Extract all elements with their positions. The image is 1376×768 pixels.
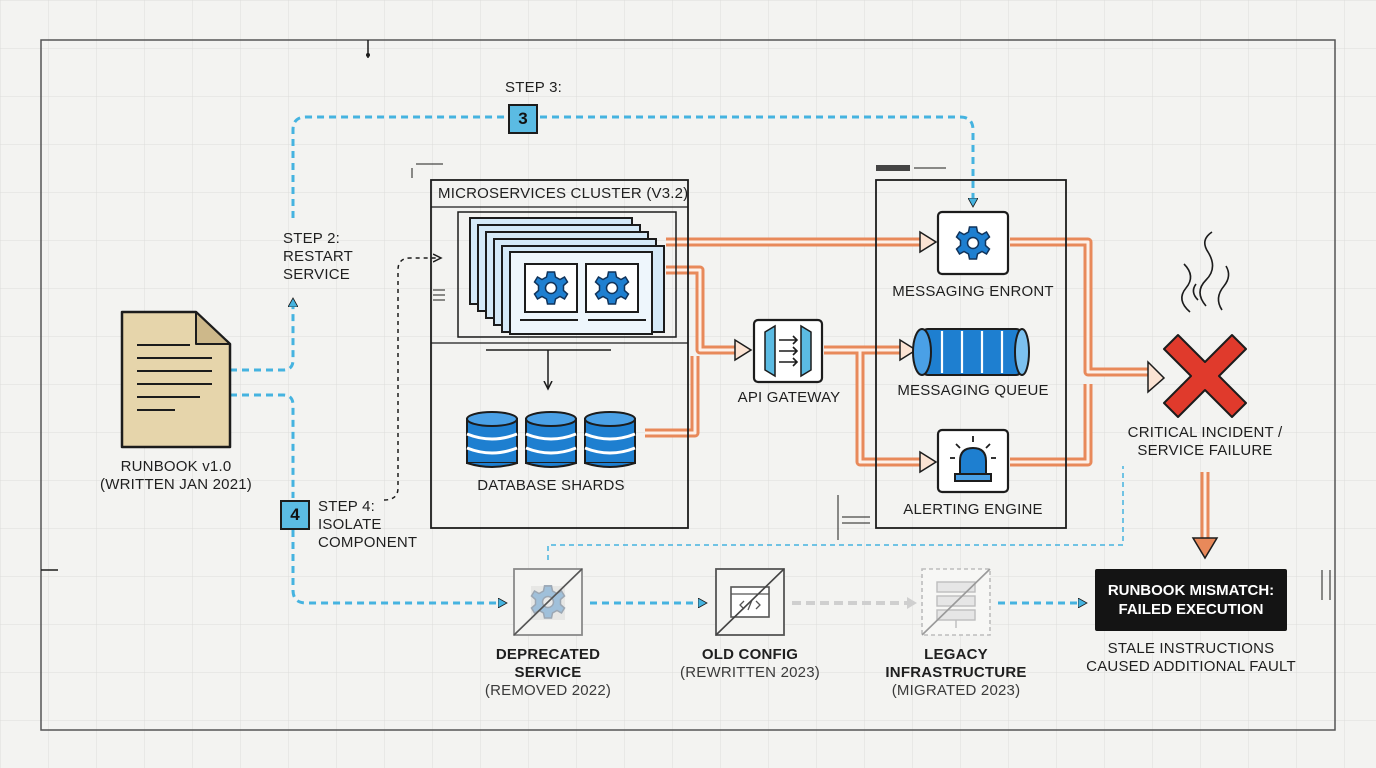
deprecated-service-icon — [513, 568, 583, 636]
incident-line2: SERVICE FAILURE — [1137, 442, 1273, 459]
step4-line2: ISOLATE — [318, 516, 382, 533]
api-gateway-icon — [752, 318, 824, 384]
runbook-title: RUNBOOK v1.0 — [120, 458, 232, 475]
legacy-line2: INFRASTRUCTURE — [885, 664, 1027, 681]
stale-line1: STALE INSTRUCTIONS — [1107, 640, 1275, 657]
microservices-cluster — [411, 163, 689, 529]
step4-line3: COMPONENT — [318, 534, 418, 551]
runbook-document-icon — [120, 310, 232, 449]
cluster-title: MICROSERVICES CLUSTER (V3.2) — [438, 185, 689, 202]
step2-line1: STEP 2: — [283, 230, 340, 247]
step3-label: STEP 3: — [505, 79, 562, 96]
orange-flow-paths — [645, 230, 1219, 560]
api-gateway-label: API GATEWAY — [737, 389, 841, 406]
outer-frame — [40, 39, 1336, 731]
mismatch-line2: FAILED EXECUTION — [1118, 601, 1264, 618]
step4-line1: STEP 4: — [318, 498, 375, 515]
smoke-icon — [1181, 231, 1230, 313]
legacy-line3: (MIGRATED 2023) — [891, 682, 1021, 699]
mismatch-line1: RUNBOOK MISMATCH: — [1107, 582, 1275, 599]
alerting-engine-label: ALERTING ENGINE — [903, 501, 1043, 518]
messaging-queue-icon — [912, 328, 1030, 376]
messaging-engine-label: MESSAGING ENRONT — [892, 283, 1054, 300]
legacy-infrastructure-icon — [921, 568, 991, 636]
legacy-line1: LEGACY — [924, 646, 988, 663]
stale-line2: CAUSED ADDITIONAL FAULT — [1086, 658, 1296, 675]
runbook-subtitle: (WRITTEN JAN 2021) — [100, 476, 252, 493]
deprecated-line1: DEPRECATED — [495, 646, 601, 663]
services-panel — [837, 165, 1067, 540]
failure-x-icon — [1163, 334, 1247, 418]
old-config-line1: OLD CONFIG — [701, 646, 799, 663]
step3-badge: 3 — [508, 104, 538, 134]
messaging-engine-icon — [936, 210, 1010, 276]
step4-badge: 4 — [280, 500, 310, 530]
deprecated-line3: (REMOVED 2022) — [484, 682, 612, 699]
incident-line1: CRITICAL INCIDENT / — [1127, 424, 1283, 441]
old-config-line2: (REWRITTEN 2023) — [680, 664, 820, 681]
messaging-queue-label: MESSAGING QUEUE — [897, 382, 1049, 399]
deprecated-line2: SERVICE — [514, 664, 582, 681]
old-config-icon — [715, 568, 785, 636]
blue-runbook-paths — [230, 115, 1085, 603]
step2-line2: RESTART — [283, 248, 354, 265]
runbook-mismatch-box: RUNBOOK MISMATCH: FAILED EXECUTION — [1095, 569, 1287, 631]
database-shards-label: DATABASE SHARDS — [477, 477, 625, 494]
alarm-siren-icon — [936, 428, 1010, 494]
step2-line3: SERVICE — [283, 266, 350, 283]
